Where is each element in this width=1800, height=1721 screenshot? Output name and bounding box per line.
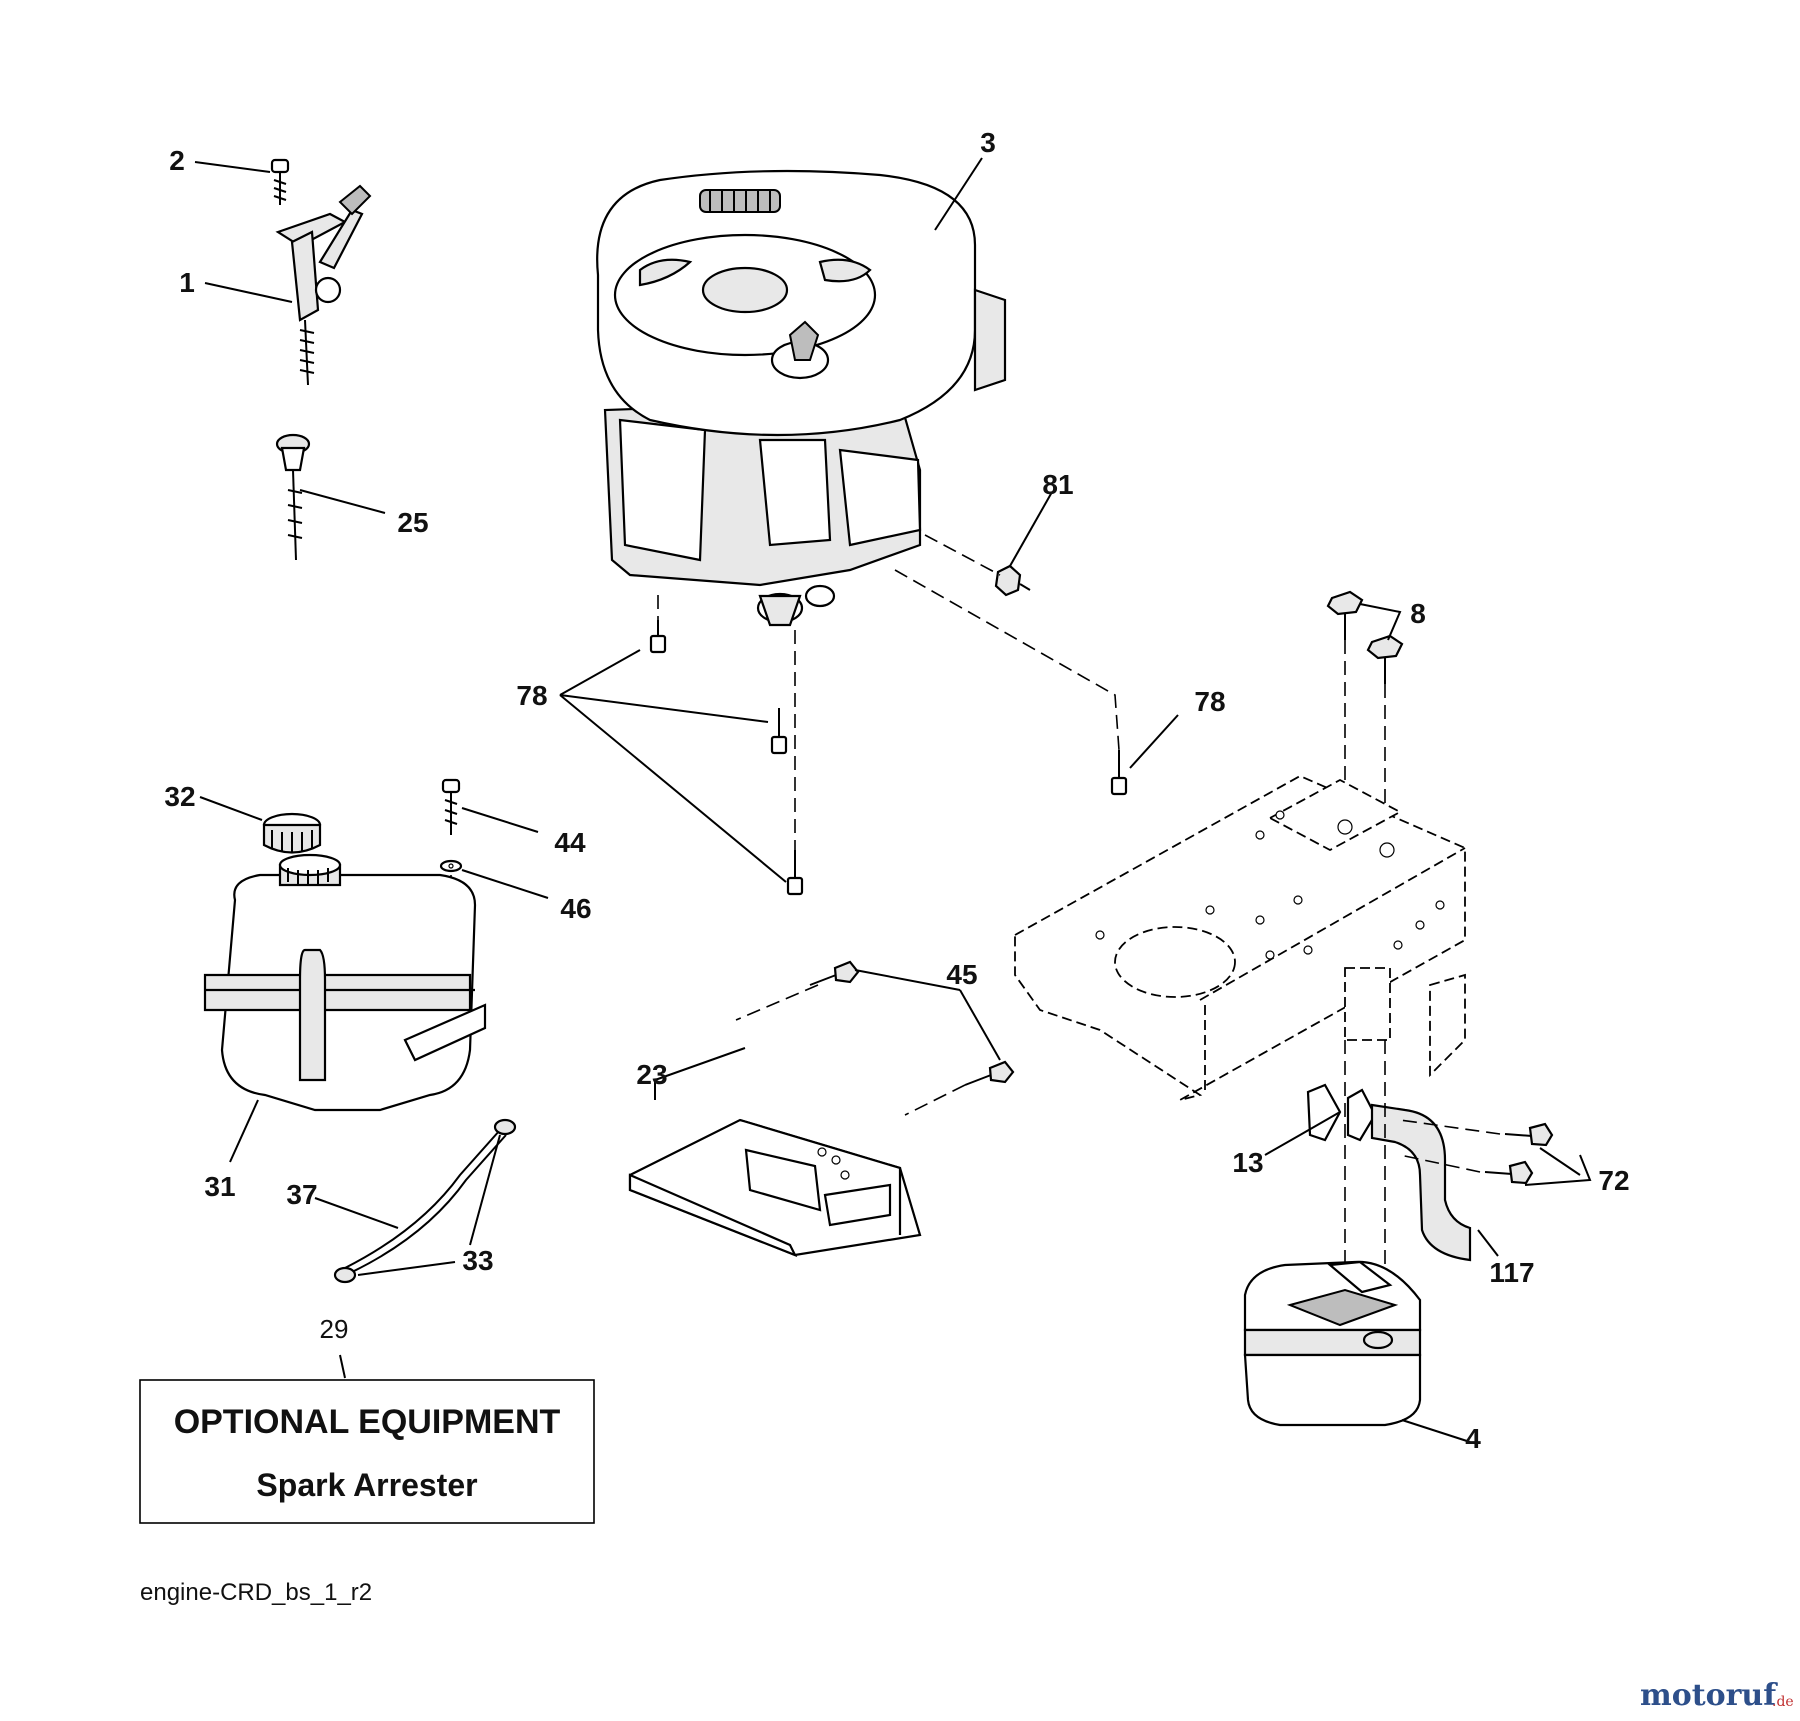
callout-72: 72 bbox=[1598, 1165, 1629, 1196]
optional-equipment-item: Spark Arrester bbox=[256, 1467, 477, 1503]
callout-46: 46 bbox=[560, 893, 591, 924]
leader-33b bbox=[357, 1261, 456, 1276]
optional-equipment-title: OPTIONAL EQUIPMENT bbox=[174, 1403, 561, 1441]
leader-117 bbox=[1477, 1229, 1499, 1257]
nut bbox=[994, 564, 1031, 597]
callout-78-left: 78 bbox=[516, 680, 547, 711]
leader-45a bbox=[854, 969, 961, 991]
callout-117: 117 bbox=[1489, 1257, 1534, 1288]
dashed-45 bbox=[735, 984, 966, 1116]
leader-31 bbox=[229, 1099, 259, 1163]
choke-knob bbox=[275, 433, 311, 561]
leader-46 bbox=[461, 869, 549, 899]
leader-78a-3 bbox=[559, 694, 787, 883]
svg-text:motoruf: motoruf bbox=[1640, 1678, 1778, 1713]
muffler-gaskets bbox=[1306, 1083, 1377, 1142]
leader-32 bbox=[199, 796, 263, 821]
leader-78a-2 bbox=[559, 694, 769, 723]
leader-3 bbox=[934, 157, 983, 231]
leader-8 bbox=[1359, 603, 1402, 641]
dashed-72 bbox=[1399, 1119, 1501, 1173]
callout-1: 1 bbox=[179, 267, 195, 298]
callout-45: 45 bbox=[946, 959, 977, 990]
callout-13: 13 bbox=[1232, 1147, 1263, 1178]
watermark-logo: motoruf .de bbox=[1640, 1678, 1794, 1713]
exhaust-bolts bbox=[1484, 1122, 1554, 1185]
leader-78a-1 bbox=[559, 649, 641, 696]
leader-72 bbox=[1524, 1147, 1592, 1186]
callout-29: 29 bbox=[320, 1314, 349, 1344]
callout-23: 23 bbox=[636, 1059, 667, 1090]
tank-screw-washer bbox=[439, 778, 463, 873]
muffler bbox=[1243, 1260, 1422, 1427]
diagram-id: engine-CRD_bs_1_r2 bbox=[140, 1579, 372, 1606]
callout-78-right: 78 bbox=[1194, 686, 1225, 717]
callout-31: 31 bbox=[204, 1171, 235, 1202]
leader-4 bbox=[1401, 1419, 1471, 1443]
leader-13 bbox=[1264, 1111, 1341, 1156]
callout-25: 25 bbox=[397, 507, 428, 538]
leader-1 bbox=[204, 282, 293, 303]
fuel-cap bbox=[262, 812, 322, 854]
callout-8: 8 bbox=[1410, 598, 1426, 629]
shield-bolts bbox=[809, 960, 1015, 1086]
dashed-81 bbox=[924, 534, 1001, 576]
callout-2: 2 bbox=[169, 145, 185, 176]
leader-2 bbox=[194, 161, 271, 173]
watermark-brand: motoruf bbox=[1640, 1678, 1778, 1713]
leader-44 bbox=[461, 807, 539, 833]
leader-37 bbox=[314, 1197, 399, 1229]
leader-33a bbox=[469, 1134, 501, 1246]
leader-45b bbox=[959, 989, 1001, 1061]
dashed-4 bbox=[1344, 1040, 1386, 1280]
mounting-bolts bbox=[1326, 590, 1404, 684]
callout-44: 44 bbox=[554, 827, 586, 858]
fuel-line bbox=[333, 1118, 517, 1284]
fuel-tank bbox=[203, 853, 487, 1112]
leader-81 bbox=[1009, 491, 1053, 567]
throttle-control-assembly bbox=[270, 158, 372, 386]
watermark-suffix: .de bbox=[1772, 1694, 1794, 1710]
callout-37: 37 bbox=[286, 1179, 317, 1210]
engine-mounting-plate bbox=[1014, 774, 1466, 1101]
leader-78b bbox=[1129, 714, 1179, 769]
engine-block bbox=[596, 169, 1007, 627]
heat-shield bbox=[628, 1118, 922, 1258]
callout-81: 81 bbox=[1042, 469, 1073, 500]
dashed-78-right bbox=[894, 569, 1120, 751]
leader-23 bbox=[654, 1047, 746, 1100]
leader-29 bbox=[339, 1354, 346, 1379]
leader-25 bbox=[299, 489, 386, 514]
callout-33: 33 bbox=[462, 1245, 493, 1276]
callout-4: 4 bbox=[1465, 1423, 1481, 1454]
callout-32: 32 bbox=[164, 781, 195, 812]
engine-bolts bbox=[649, 620, 1128, 896]
optional-equipment-box bbox=[139, 1379, 595, 1524]
callout-3: 3 bbox=[980, 127, 996, 158]
